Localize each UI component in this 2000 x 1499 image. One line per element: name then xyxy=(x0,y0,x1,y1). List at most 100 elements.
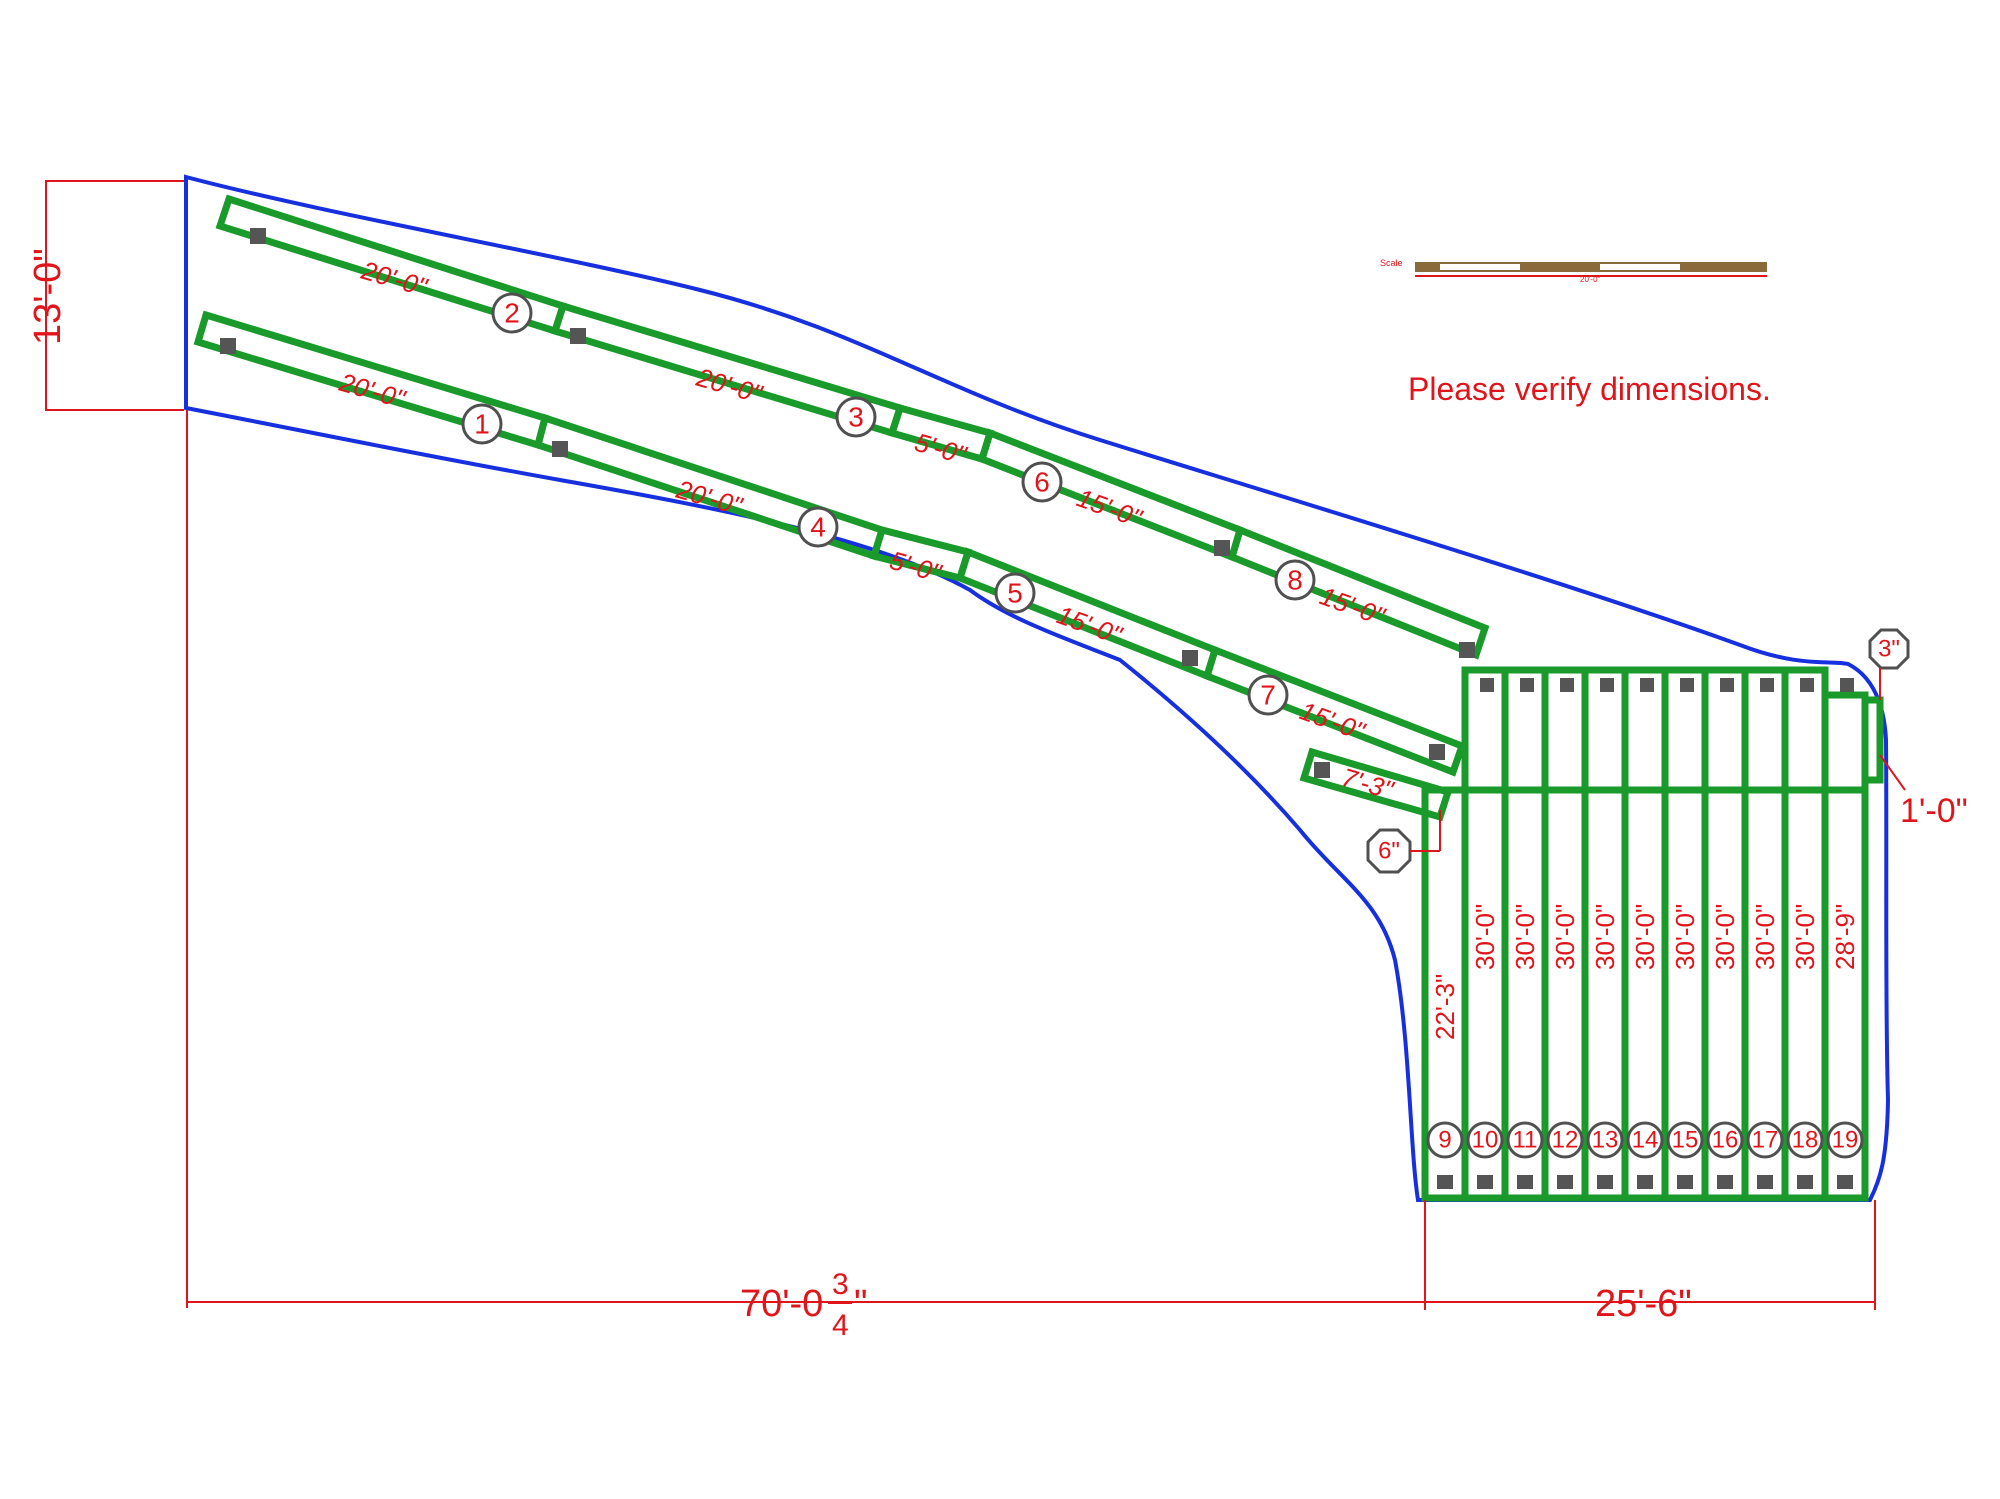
anchor-square xyxy=(1680,678,1694,692)
panel-col-19 xyxy=(1821,691,1869,1202)
svg-text:13: 13 xyxy=(1592,1127,1619,1154)
upper-row xyxy=(215,194,1490,660)
anchor-square xyxy=(250,228,266,244)
svg-text:2: 2 xyxy=(504,298,520,329)
vertical-panel-length: 30'-0" xyxy=(1750,904,1780,970)
width-left-label: 70'-0 xyxy=(740,1283,823,1325)
circle-6: 6 xyxy=(1021,461,1063,503)
scale-bar: Scale 20'-0" xyxy=(1380,258,1767,284)
base-anchor xyxy=(1477,1175,1493,1189)
circle-4: 4 xyxy=(797,506,839,548)
circle-8: 8 xyxy=(1274,559,1316,601)
vertical-panel-length: 30'-0" xyxy=(1590,904,1620,970)
base-anchor xyxy=(1717,1175,1733,1189)
vertical-panel-number: 17 xyxy=(1746,1121,1784,1159)
anchor-square xyxy=(1640,678,1654,692)
vertical-panel-number: 19 xyxy=(1826,1121,1864,1159)
base-anchor xyxy=(1797,1175,1813,1189)
svg-text:3: 3 xyxy=(848,402,864,433)
anchor-square xyxy=(1214,540,1230,556)
svg-text:8: 8 xyxy=(1287,565,1303,596)
vertical-panel-length: 30'-0" xyxy=(1710,904,1740,970)
anchor-square xyxy=(1182,650,1198,666)
width-right-label: 25'-6" xyxy=(1595,1283,1692,1325)
anchor-square xyxy=(1459,642,1475,658)
width-left-frac-den: 4 xyxy=(832,1309,849,1342)
dimension-width-left: 70'-0 3 4 " xyxy=(186,410,1425,1342)
label-panel-small-upper: 5'-0" xyxy=(911,427,971,471)
vertical-panel-length: 28'-9" xyxy=(1830,904,1860,970)
base-anchor xyxy=(1437,1175,1453,1189)
callout-6in-octagon xyxy=(1366,828,1412,874)
anchor-square xyxy=(1800,678,1814,692)
base-anchor xyxy=(1837,1175,1853,1189)
anchor-square xyxy=(1314,762,1330,778)
svg-text:5: 5 xyxy=(1007,578,1023,609)
vertical-panel-number: 13 xyxy=(1586,1121,1624,1159)
anchor-square xyxy=(1560,678,1574,692)
verify-note: Please verify dimensions. xyxy=(1408,371,1771,407)
base-anchor xyxy=(1637,1175,1653,1189)
circle-7: 7 xyxy=(1247,674,1289,716)
anchor-square xyxy=(220,338,236,354)
svg-text:17: 17 xyxy=(1752,1127,1779,1154)
label-panel-small-lower: 5'-0" xyxy=(886,545,946,589)
vertical-panel-number: 15 xyxy=(1666,1121,1704,1159)
diagonal-numbers: 1 2 3 4 5 6 7 8 xyxy=(461,292,1316,716)
callout-6in-text: 6" xyxy=(1378,838,1400,865)
width-left-suffix: " xyxy=(854,1283,868,1325)
svg-text:15: 15 xyxy=(1672,1127,1699,1154)
vertical-panel-length: 30'-0" xyxy=(1630,904,1660,970)
vertical-panel-length: 30'-0" xyxy=(1550,904,1580,970)
panel-8 xyxy=(1227,525,1490,660)
svg-text:4: 4 xyxy=(810,512,826,543)
label-panel-7-3: 7'-3" xyxy=(1338,762,1398,806)
vertical-panel-number: 12 xyxy=(1546,1121,1584,1159)
callout-3in-octagon xyxy=(1868,628,1910,670)
base-anchor xyxy=(1517,1175,1533,1189)
circle-5: 5 xyxy=(994,572,1036,614)
circle-3: 3 xyxy=(835,396,877,438)
vertical-panel-length: 30'-0" xyxy=(1510,904,1540,970)
right-callouts: 3" 1'-0" 6" xyxy=(1366,628,1968,874)
svg-text:12: 12 xyxy=(1552,1127,1579,1154)
offset-label: 1'-0" xyxy=(1900,792,1968,830)
circle-1: 1 xyxy=(461,403,503,445)
label-panel-3: 20'-0" xyxy=(692,362,767,410)
vertical-panel-length: 30'-0" xyxy=(1790,904,1820,970)
anchor-square xyxy=(1600,678,1614,692)
vertical-panel-number: 16 xyxy=(1706,1121,1744,1159)
vertical-panel-number: 10 xyxy=(1466,1121,1504,1159)
callout-3in-text: 3" xyxy=(1878,636,1900,663)
anchor-square xyxy=(1720,678,1734,692)
svg-text:18: 18 xyxy=(1792,1127,1819,1154)
anchor-square xyxy=(1760,678,1774,692)
vertical-panel-length: 22'-3" xyxy=(1430,974,1460,1040)
height-label: 13'-0" xyxy=(27,248,69,345)
svg-text:7: 7 xyxy=(1260,680,1276,711)
panel-7 xyxy=(1202,645,1467,777)
svg-text:14: 14 xyxy=(1632,1127,1659,1154)
svg-text:10: 10 xyxy=(1472,1127,1499,1154)
circle-2: 2 xyxy=(491,292,533,334)
svg-text:19: 19 xyxy=(1832,1127,1859,1154)
anchor-square xyxy=(552,441,568,457)
anchor-square xyxy=(1429,744,1445,760)
panel-col-small xyxy=(1861,696,1884,784)
vertical-panel-number: 14 xyxy=(1626,1121,1664,1159)
svg-text:11: 11 xyxy=(1513,1127,1538,1154)
base-anchor xyxy=(1557,1175,1573,1189)
svg-text:9: 9 xyxy=(1438,1127,1451,1154)
dimension-height: 13'-0" xyxy=(27,180,184,411)
svg-text:6: 6 xyxy=(1034,467,1050,498)
site-outline xyxy=(184,174,1891,1202)
anchor-square xyxy=(1840,678,1854,692)
vertical-block xyxy=(1421,666,1884,1202)
anchor-square xyxy=(570,328,586,344)
vertical-labels: 22'-3" 30'-0" 30'-0" 30'-0" 30'-0" 30'-0" 30'-… xyxy=(1430,904,1860,1040)
vertical-panel-length: 30'-0" xyxy=(1470,904,1500,970)
vertical-panel-number: 18 xyxy=(1786,1121,1824,1159)
anchor-squares xyxy=(220,228,1854,778)
scale-bar-label: Scale xyxy=(1380,258,1403,268)
